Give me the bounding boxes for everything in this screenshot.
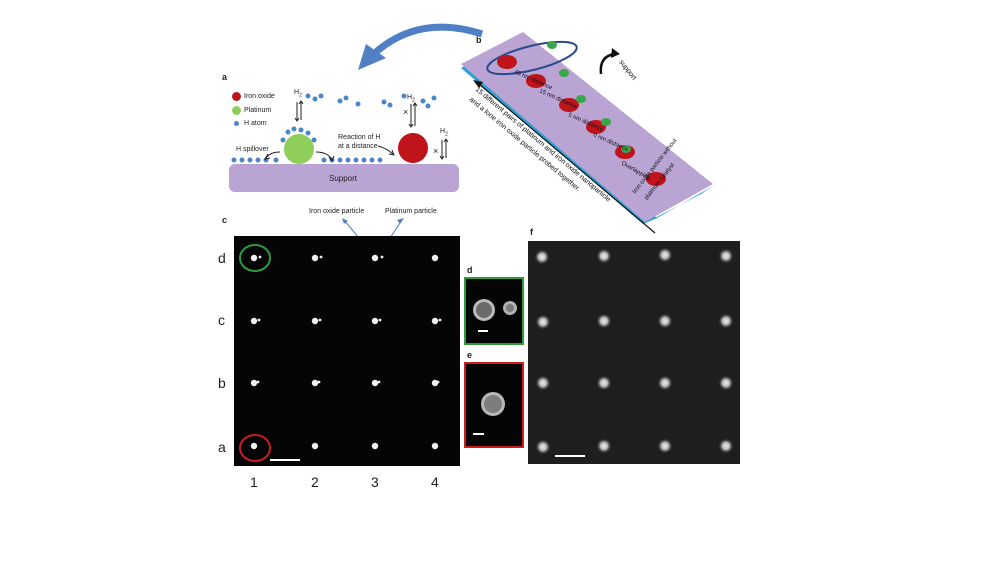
support-label: Support xyxy=(329,174,358,183)
h2-sub: 2 xyxy=(412,97,415,104)
h2-sub: 2 xyxy=(445,131,448,138)
lone-particle-e xyxy=(473,392,505,435)
iron-oxide-annotation: Iron oxide particle xyxy=(309,208,365,215)
h2-sub: 2 xyxy=(299,92,302,99)
panel-f-label: f xyxy=(530,227,533,237)
sem-image-c xyxy=(234,236,460,466)
iron-oxide-particle xyxy=(398,133,428,163)
platinum-legend-label: Platinum xyxy=(244,107,272,114)
col-label-3: 3 xyxy=(371,474,379,490)
h-diffusion-drawing: × × xyxy=(231,93,449,164)
platinum-particle xyxy=(284,134,314,164)
col-label-1: 1 xyxy=(250,474,258,490)
h2-text: H xyxy=(294,89,300,96)
side-arrow-line xyxy=(478,83,656,234)
platinum-annotation: Platinum particle xyxy=(385,208,437,215)
panel-e-label: e xyxy=(467,350,473,360)
h-spillover-label: H spillover xyxy=(236,146,269,153)
row-label-c: c xyxy=(218,312,225,328)
panel-d-label: d xyxy=(467,265,473,275)
h2-label-2: H2 xyxy=(407,94,415,103)
cross-mark-side: × xyxy=(433,146,438,156)
panel-a-label: a xyxy=(222,72,228,82)
side-arrow-head xyxy=(473,80,483,88)
panel-c-label: c xyxy=(222,215,228,225)
row-label-d: d xyxy=(218,250,226,266)
support-bar xyxy=(229,164,459,192)
green-highlight-circle xyxy=(239,244,271,272)
highlight-ellipse xyxy=(486,40,578,76)
platinum-legend-swatch xyxy=(232,106,241,115)
chip-plate-drawing: 45 nm distance 15 nm distance 5 nm dista… xyxy=(461,32,713,234)
sem-image-f xyxy=(528,241,740,464)
reaction-label-line1: Reaction of H xyxy=(338,134,381,141)
particle-pairs xyxy=(497,41,666,186)
particle-pair-d xyxy=(473,299,517,332)
h-atom-legend-swatch xyxy=(234,121,239,126)
reaction-label-line2: at a distance xyxy=(338,143,378,150)
col-label-4: 4 xyxy=(431,474,439,490)
row-label-a: a xyxy=(218,439,226,455)
red-highlight-circle xyxy=(239,434,271,462)
col-label-2: 2 xyxy=(311,474,319,490)
support-arrow-head xyxy=(611,48,620,58)
cross-mark-top: × xyxy=(403,107,408,117)
iron-oxide-legend-label: Iron oxide xyxy=(244,93,275,100)
h2-label-1: H2 xyxy=(294,89,302,98)
row-label-b: b xyxy=(218,375,226,391)
legend: Iron oxide Platinum H atom xyxy=(232,92,302,132)
particle-array-f xyxy=(534,247,734,457)
iron-oxide-legend-swatch xyxy=(232,92,241,101)
particle-array-c xyxy=(239,244,442,462)
h2-text: H xyxy=(440,128,446,135)
panel-b-label: b xyxy=(476,35,482,45)
h2-label-3: H2 xyxy=(440,128,448,137)
h-atom-legend-label: H atom xyxy=(244,120,267,127)
support-text: support xyxy=(617,59,637,82)
h-atoms xyxy=(231,93,437,163)
equilibrium-arrows xyxy=(263,100,449,163)
h2-text: H xyxy=(407,94,413,101)
curved-arrow xyxy=(358,23,484,70)
